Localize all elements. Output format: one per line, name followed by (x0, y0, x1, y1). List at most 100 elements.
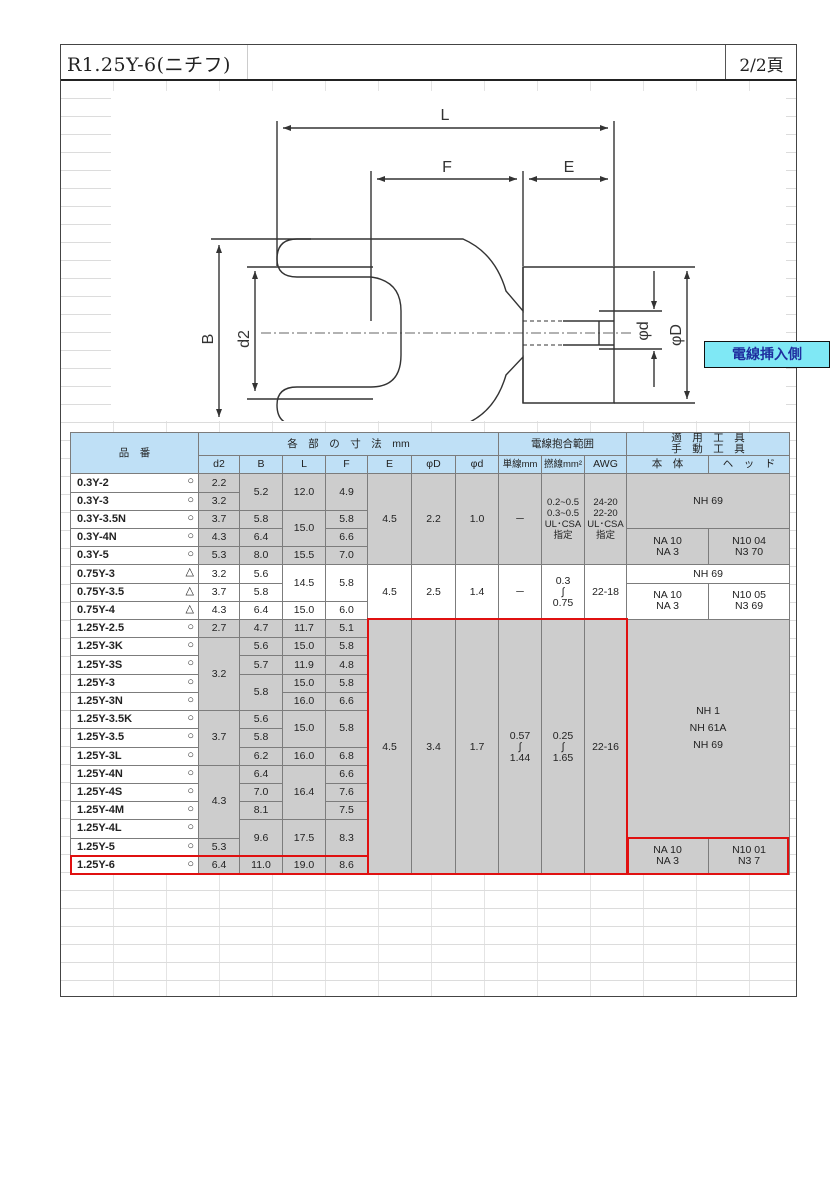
header-B: B (239, 455, 283, 475)
cell-L: 14.5 (282, 564, 326, 602)
cell-F: 4.8 (325, 655, 368, 675)
table-row-part: 1.25Y-4S○ (70, 782, 199, 803)
cell-F: 7.0 (325, 546, 368, 566)
cell-F: 7.6 (325, 782, 368, 803)
header-single-wire: 単線mm (498, 455, 543, 475)
header-phiD: φD (411, 455, 456, 475)
dim-B-label: B (200, 334, 217, 345)
cell-F: 5.8 (325, 637, 368, 657)
cell-B: 8.0 (239, 546, 283, 566)
dim-phiD-label: φD (668, 324, 685, 346)
cell-d2: 2.7 (198, 619, 240, 639)
table-row-part: 1.25Y-4N○ (70, 764, 199, 784)
cell-B: 6.4 (239, 600, 283, 621)
wire-insertion-side-label: 電線挿入側 (704, 341, 830, 368)
cell-L: 15.0 (282, 637, 326, 657)
table-row-part: 1.25Y-3N○ (70, 691, 199, 712)
cell-tool: NH 69 (626, 564, 791, 584)
table-row-part: 1.25Y-3K○ (70, 637, 199, 657)
cell-L: 15.5 (282, 546, 326, 566)
header-E: E (367, 455, 412, 475)
cell-L: 16.0 (282, 691, 326, 712)
header-awg: AWG (584, 455, 628, 475)
table-row-part: 1.25Y-4M○ (70, 801, 199, 821)
cell-B: 6.4 (239, 528, 283, 548)
cell-B: 5.8 (239, 582, 283, 602)
header-tools: 適 用 工 具手 動 工 具 (626, 431, 791, 457)
cell-d2: 4.3 (198, 600, 240, 621)
cell-B: 9.6 (239, 819, 283, 857)
cell-B: 5.8 (239, 728, 283, 748)
table-row-part: 0.75Y-4△ (70, 600, 199, 621)
cell-single: － (498, 473, 543, 566)
table-row-part: 1.25Y-4L○ (70, 819, 199, 839)
cell-B: 5.8 (239, 673, 283, 712)
cell-L: 16.0 (282, 746, 326, 766)
cell-F: 5.8 (325, 509, 368, 530)
table-row-part: 0.3Y-2○ (70, 473, 199, 493)
cell-awg: 22-18 (584, 564, 628, 621)
cell-F: 8.3 (325, 819, 368, 857)
terminal-drawing-area: L F E B d2 φd φD 電線挿入側 (111, 91, 830, 426)
spec-table: 品 番 各 部 の 寸 法 mm 電線抱合範囲 適 用 工 具手 動 工 具 d… (70, 431, 791, 876)
cell-d2: 3.2 (198, 564, 240, 584)
header-tools-line1: 適 用 工 具 (671, 432, 745, 445)
cell-B: 5.6 (239, 564, 283, 584)
cell-B: 7.0 (239, 782, 283, 803)
cell-d2: 4.3 (198, 764, 240, 839)
cell-E: 4.5 (367, 619, 412, 875)
cell-d2: 5.3 (198, 546, 240, 566)
cell-F: 5.8 (325, 564, 368, 602)
header-d2: d2 (198, 455, 240, 475)
cell-F: 5.1 (325, 619, 368, 639)
table-row-part: 0.3Y-4N○ (70, 528, 199, 548)
cell-F: 5.8 (325, 710, 368, 748)
cell-d2: 3.7 (198, 582, 240, 602)
cell-stranded: 0.25∫1.65 (541, 619, 586, 875)
spec-table-area: 品 番 各 部 の 寸 法 mm 電線抱合範囲 適 用 工 具手 動 工 具 d… (70, 431, 791, 876)
cell-E: 4.5 (367, 564, 412, 621)
table-row-part: 0.75Y-3△ (70, 564, 199, 584)
cell-L: 15.0 (282, 710, 326, 748)
cell-B: 11.0 (239, 855, 283, 876)
header-stranded-wire: 撚線mm² (541, 455, 586, 475)
cell-F: 5.8 (325, 673, 368, 693)
cell-B: 6.2 (239, 746, 283, 766)
header-tool-body: 本 体 (626, 455, 710, 475)
cell-B: 5.6 (239, 637, 283, 657)
cell-B: 5.6 (239, 710, 283, 730)
header-F: F (325, 455, 368, 475)
table-row-part: 0.3Y-3.5N○ (70, 509, 199, 530)
cell-L: 19.0 (282, 855, 326, 876)
cell-single: 0.57∫1.44 (498, 619, 543, 875)
cell-B: 6.4 (239, 764, 283, 784)
table-row-part: 0.75Y-3.5△ (70, 582, 199, 602)
cell-F: 6.6 (325, 691, 368, 712)
table-row-part: 1.25Y-2.5○ (70, 619, 199, 639)
cell-single: － (498, 564, 543, 621)
table-row-part: 1.25Y-3S○ (70, 655, 199, 675)
cell-F: 6.8 (325, 746, 368, 766)
table-row-part: 1.25Y-6○ (70, 855, 199, 876)
cell-d2: 3.2 (198, 637, 240, 712)
cell-F: 8.6 (325, 855, 368, 876)
cell-stranded: 0.3∫0.75 (541, 564, 586, 621)
title-divider (247, 45, 248, 79)
header-L: L (282, 455, 326, 475)
dim-L-label: L (441, 107, 450, 124)
cell-B: 5.7 (239, 655, 283, 675)
cell-phid: 1.7 (454, 619, 500, 875)
cell-B: 5.2 (239, 473, 283, 511)
cell-L: 16.4 (282, 764, 326, 821)
table-row-part: 0.3Y-5○ (70, 546, 199, 566)
cell-L: 15.0 (282, 600, 326, 621)
cell-L: 15.0 (282, 673, 326, 693)
header-dimensions: 各 部 の 寸 法 mm (197, 431, 500, 457)
